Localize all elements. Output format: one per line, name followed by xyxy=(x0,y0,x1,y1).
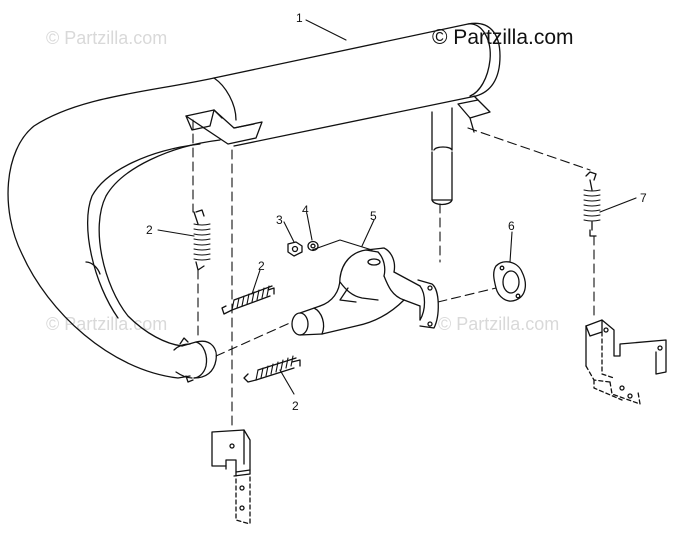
muffler-part-1 xyxy=(7,22,501,383)
callout-2-lower: 2 xyxy=(292,399,299,413)
callout-1: 1 xyxy=(296,11,303,25)
watermark-mid-right: © Partzilla.com xyxy=(438,314,560,334)
callout-labels: 1 2 2 2 3 4 5 6 7 xyxy=(146,11,647,413)
leader-lines xyxy=(157,19,637,395)
callout-2-middle: 2 xyxy=(258,259,265,273)
callout-3: 3 xyxy=(276,213,283,227)
callout-6: 6 xyxy=(508,219,515,233)
spring-part-2-lower xyxy=(243,355,301,383)
callout-2-upper: 2 xyxy=(146,223,153,237)
watermark-mid-left: © Partzilla.com xyxy=(46,314,168,334)
bracket-right xyxy=(585,319,667,405)
spring-part-2-upper xyxy=(193,209,211,271)
washer-part-4 xyxy=(307,240,319,252)
spring-part-2-middle xyxy=(221,285,275,315)
callout-7: 7 xyxy=(640,191,647,205)
spring-part-7 xyxy=(583,171,601,237)
callout-4: 4 xyxy=(302,203,309,217)
assembly-guide-lines xyxy=(192,119,595,429)
gasket-part-6 xyxy=(493,261,527,302)
nut-part-3 xyxy=(287,241,303,257)
bracket-left-lower xyxy=(211,429,251,525)
watermark-top-right: © Partzilla.com xyxy=(432,26,574,49)
watermark-top-left: © Partzilla.com xyxy=(46,28,168,48)
y-pipe-part-5 xyxy=(291,247,439,336)
callout-5: 5 xyxy=(370,209,377,223)
